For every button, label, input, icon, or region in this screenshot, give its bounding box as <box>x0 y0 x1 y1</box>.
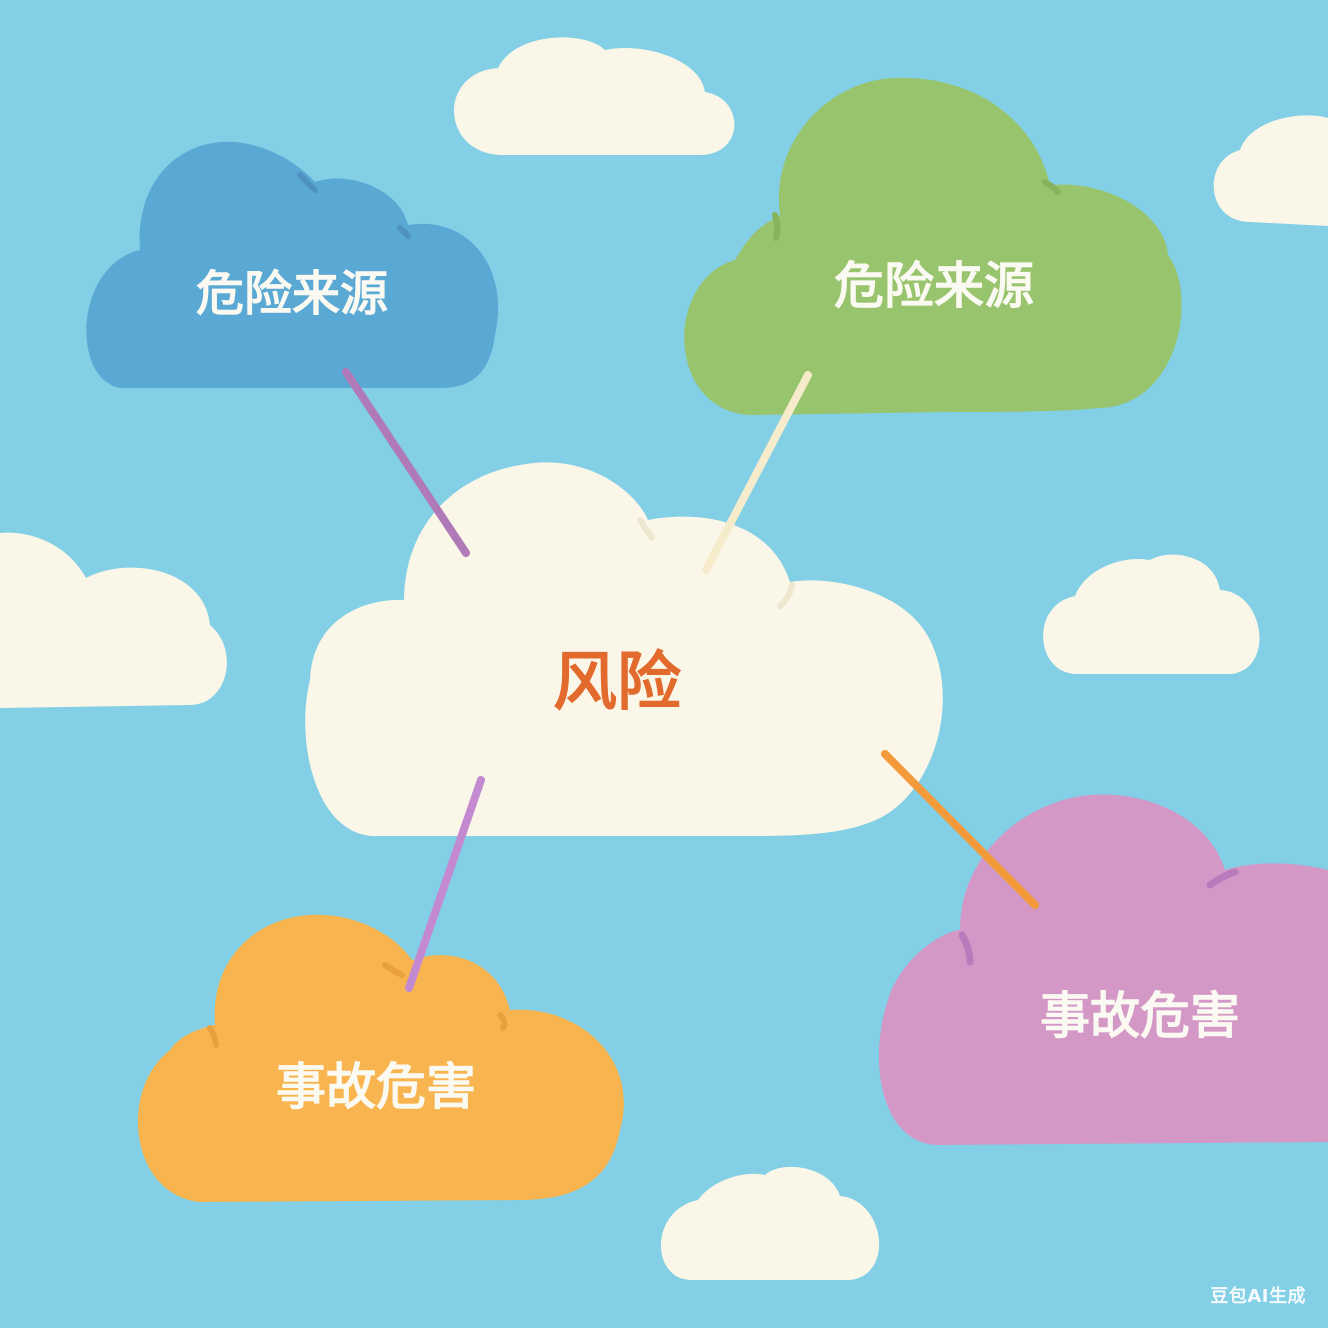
node-label-bottom-left: 事故危害 <box>276 1058 476 1116</box>
watermark-text: 豆包AI生成 <box>1210 1286 1306 1307</box>
background-cloud-bottom <box>660 1166 880 1280</box>
center-label: 风险 <box>553 646 681 720</box>
connector-center-to-bottom-right <box>881 750 1039 909</box>
background-cloud-right <box>1043 554 1260 674</box>
background-cloud-left <box>0 532 227 708</box>
connector-center-to-bottom-left <box>405 776 485 992</box>
cloud-node-top-right <box>684 77 1182 415</box>
node-label-top-left: 危险来源 <box>195 266 389 322</box>
cloud-node-top-left <box>86 141 499 388</box>
cloud-node-bottom-right <box>878 794 1328 1145</box>
node-label-bottom-right: 事故危害 <box>1040 987 1240 1045</box>
background-cloud-top <box>453 37 735 155</box>
cloud-node-bottom-left <box>137 914 624 1202</box>
connector-top-right-to-center <box>702 371 812 574</box>
background-cloud-right-top <box>1213 115 1328 226</box>
node-label-top-right: 危险来源 <box>834 257 1034 315</box>
connector-top-left-to-center <box>342 368 470 557</box>
